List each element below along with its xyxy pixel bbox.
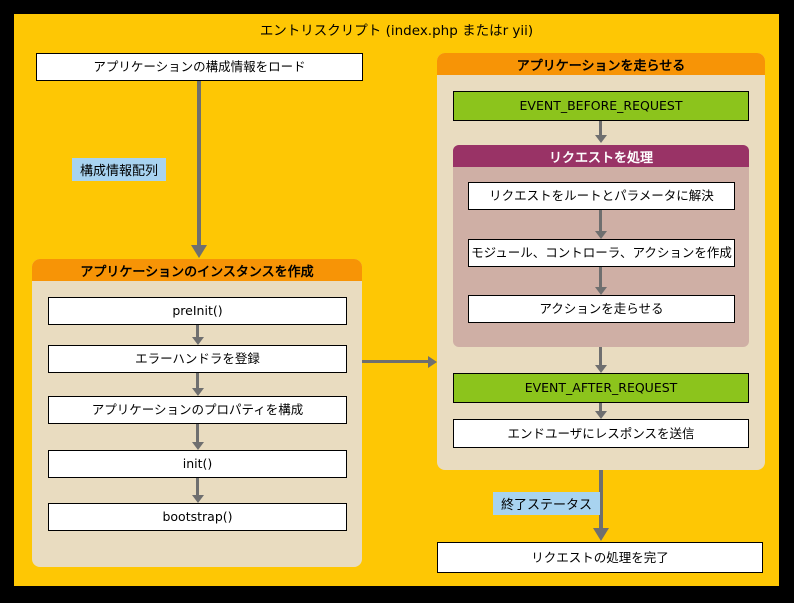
diagram-title: エントリスクリプト (index.php またはr yii) (259, 23, 534, 39)
arrow-run-to-finish (599, 470, 603, 528)
node-bootstrap: bootstrap() (48, 503, 347, 531)
arrow-left-step-4 (196, 478, 199, 495)
node-register-error-handler: エラーハンドラを登録 (48, 345, 347, 373)
arrow-left-step-2 (196, 373, 199, 388)
label-config-array: 構成情報配列 (72, 158, 167, 181)
panel-handle-request-header: リクエストを処理 (453, 145, 749, 167)
arrow-request-step-2 (599, 267, 602, 287)
node-preinit: preInit() (48, 297, 347, 325)
panel-create-instance-header: アプリケーションのインスタンスを作成 (32, 259, 362, 281)
node-event-before-request: EVENT_BEFORE_REQUEST (453, 91, 749, 121)
arrow-request-step-1 (599, 210, 602, 231)
node-create-module-controller-action: モジュール、コントローラ、アクションを作成 (468, 239, 735, 267)
node-finish-request: リクエストの処理を完了 (437, 542, 763, 573)
node-resolve-route: リクエストをルートとパラメータに解決 (468, 182, 735, 210)
node-load-config: アプリケーションの構成情報をロード (36, 53, 363, 81)
arrow-before-to-request (599, 121, 602, 135)
node-init: init() (48, 450, 347, 478)
arrow-config-to-instance (197, 81, 201, 245)
node-send-response: エンドユーザにレスポンスを送信 (453, 419, 749, 448)
arrow-request-to-after (599, 347, 602, 365)
node-run-action: アクションを走らせる (468, 295, 735, 323)
label-exit-status: 終了ステータス (493, 492, 601, 515)
node-event-after-request: EVENT_AFTER_REQUEST (453, 373, 749, 403)
arrow-after-to-response (599, 403, 602, 411)
panel-run-application-header: アプリケーションを走らせる (437, 53, 765, 75)
arrow-left-step-3 (196, 424, 199, 442)
arrow-instance-to-run (362, 360, 428, 363)
node-configure-properties: アプリケーションのプロパティを構成 (48, 396, 347, 424)
arrow-left-step-1 (196, 325, 199, 337)
